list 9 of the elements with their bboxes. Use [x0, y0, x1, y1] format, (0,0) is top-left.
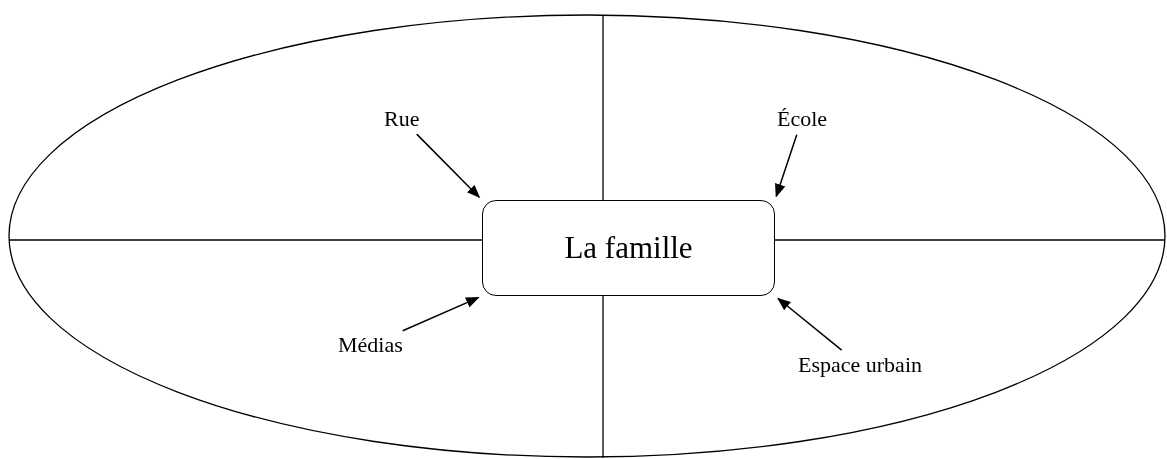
arrow — [402, 296, 480, 332]
place-label: Espace urbain — [798, 352, 922, 378]
central-box: La famille — [482, 200, 775, 296]
arrow — [775, 134, 798, 198]
place-label: École — [777, 106, 828, 132]
place-label: Rue — [384, 106, 420, 132]
arrow — [777, 297, 843, 351]
place-label: Médias — [338, 332, 403, 358]
arrow — [415, 133, 481, 199]
